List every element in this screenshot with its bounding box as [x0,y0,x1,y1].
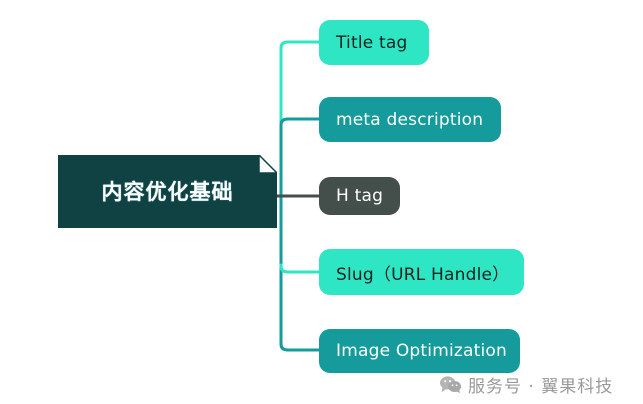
wechat-icon-eye-small-left [451,384,454,387]
branch-node-image-optimization[interactable]: Image Optimization [319,329,520,373]
wechat-icon [440,376,461,393]
branch-meta-description [279,117,321,130]
wechat-icon-small-bubble [448,381,461,393]
wechat-icon-small-tail [456,389,461,393]
branch-node-meta-description[interactable]: meta description [319,97,501,142]
watermark: 服务号 · 翼果科技 [440,372,613,397]
branch-slug [279,263,321,274]
wechat-icon-eye-small-right [455,384,458,387]
branch-node-label: Title tag [336,32,408,53]
root-node-shape [58,155,277,228]
root-node-body [58,155,277,228]
branch-node-label: H tag [336,186,384,206]
branch-node-label: meta description [336,109,484,130]
watermark-text: 服务号 · 翼果科技 [468,377,614,397]
branch-image-optimization [279,338,321,352]
branch-node-label: Slug（URL Handle） [336,264,510,285]
wechat-icon-big-tail [441,387,447,393]
root-node-fold-edge [258,155,277,174]
branch-title-tag [279,40,321,54]
branch-node-label: Image Optimization [336,341,507,361]
wechat-icon-eye-left [444,380,447,383]
branch-node-slug[interactable]: Slug（URL Handle） [319,249,524,295]
root-node[interactable]: 内容优化基础 [58,155,277,228]
branch-node-title-tag[interactable]: Title tag [319,20,429,65]
branch-node-h-tag[interactable]: H tag [319,177,400,215]
wechat-icon-eye-right [448,380,452,383]
root-node-label: 内容优化基础 [101,179,234,204]
